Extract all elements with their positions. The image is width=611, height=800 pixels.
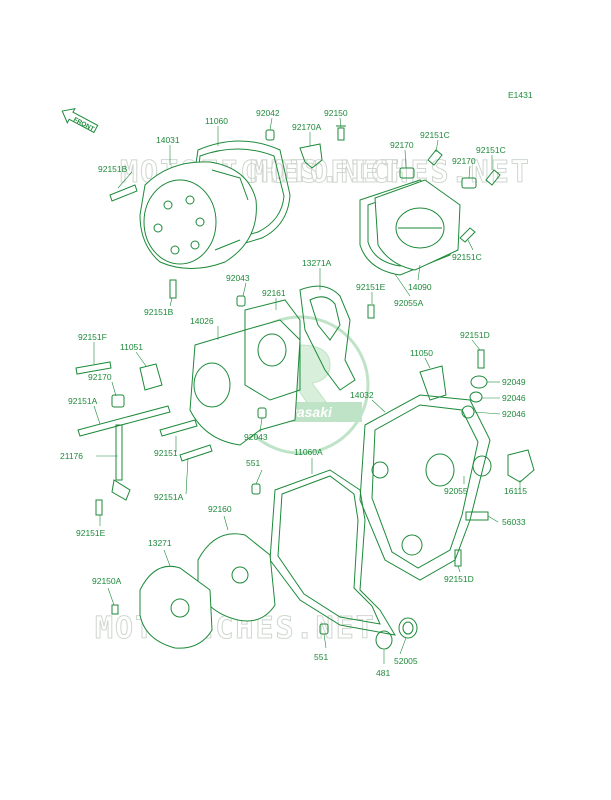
part-label: 551: [246, 458, 260, 468]
part-label: 14032: [350, 390, 374, 400]
part-label: 551: [314, 652, 328, 662]
bolt-92151e-top: [367, 304, 375, 319]
part-label: 92151C: [476, 145, 506, 155]
gasket-13271a: [299, 285, 356, 391]
part-label: 14026: [190, 316, 214, 326]
part-label: 92160: [208, 504, 232, 514]
chain-cover: [189, 299, 301, 446]
part-label: 11050: [410, 348, 433, 358]
bolt-92151e-lower: [95, 499, 103, 516]
oring-92046-a: [469, 391, 483, 403]
collar-92170-c: [111, 394, 125, 408]
bolt-92151d-top: [477, 349, 485, 369]
front-arrow-icon: FRONT: [61, 108, 99, 134]
dowel-551-top: [251, 483, 261, 495]
part-label: 92151: [154, 448, 178, 458]
leader-lines: [93, 117, 521, 664]
part-label: 92151E: [76, 528, 106, 538]
collar-92170-a: [399, 167, 415, 179]
bolt-92151c-b: [485, 169, 501, 186]
part-label: 13271A: [302, 258, 332, 268]
bolt-92151a-short: [179, 444, 213, 462]
bolt-92151f: [75, 361, 112, 375]
part-label: 92151A: [68, 396, 98, 406]
part-label: 21176: [60, 451, 83, 461]
rod-21176: [111, 424, 131, 501]
part-label: 92151F: [78, 332, 107, 342]
bolt-92151b-left: [109, 184, 138, 202]
bracket-92170a: [299, 143, 323, 169]
bolt-92151b-bottom: [169, 279, 177, 299]
part-label: 92049: [502, 377, 526, 387]
part-label: 16115: [504, 486, 527, 496]
part-label: 92042: [256, 108, 280, 118]
part-label: 11060: [205, 116, 228, 126]
part-label: 11051: [120, 342, 143, 352]
part-label: 92151C: [452, 252, 482, 262]
part-label: 92151B: [144, 307, 174, 317]
bolt-92151d-bottom: [454, 549, 462, 567]
part-label: 92150: [324, 108, 348, 118]
part-label: 92055A: [394, 298, 424, 308]
part-label: 92151D: [444, 574, 474, 584]
part-labels: 92042 11060 14031 92150 92170A 92151B 92…: [60, 108, 527, 678]
diagram-code: E1431: [508, 90, 533, 100]
part-label: 92170A: [292, 122, 322, 132]
part-label: 481: [376, 668, 390, 678]
bracket-11050: [419, 365, 447, 401]
part-label: 92046: [502, 393, 526, 403]
part-label: 92151A: [154, 492, 184, 502]
part-label: 11060A: [294, 447, 323, 457]
clutch-cover: [359, 394, 491, 581]
seal-52005: [398, 617, 418, 639]
part-label: 14031: [156, 135, 180, 145]
plug-16115: [507, 449, 535, 483]
cap-92049: [470, 375, 488, 389]
part-label: 92150A: [92, 576, 122, 586]
bolt-92151: [159, 419, 198, 437]
part-label: 92046: [502, 409, 526, 419]
generator-cover: [139, 140, 291, 269]
part-label: 92170: [452, 156, 476, 166]
bolt-92150a: [111, 604, 119, 615]
part-label: 52005: [394, 656, 418, 666]
part-label: 14090: [408, 282, 432, 292]
bolt-92150: [336, 125, 346, 141]
dowel-92043-top: [236, 295, 246, 307]
part-label: 92055: [444, 486, 468, 496]
bolt-92151a-long: [77, 405, 171, 437]
part-label: 92151B: [98, 164, 128, 174]
part-label: 92170: [390, 140, 414, 150]
part-label: 92151D: [460, 330, 490, 340]
part-label: 92170: [88, 372, 112, 382]
part-label: 92043: [244, 432, 268, 442]
cover-13271: [139, 565, 213, 649]
part-label: 56033: [502, 517, 526, 527]
part-label: 13271: [148, 538, 172, 548]
bracket-11051: [139, 363, 163, 391]
gasket-11060a: [269, 469, 396, 636]
part-label: 92043: [226, 273, 250, 283]
bolt-92151c-a: [427, 149, 443, 166]
part-label: 92151C: [420, 130, 450, 140]
dowel-92042: [265, 129, 275, 141]
oring-92055: [472, 455, 492, 477]
ring-481: [375, 630, 393, 650]
bolt-92151c-c: [459, 227, 476, 243]
part-label: 92161: [262, 288, 286, 298]
watermark-middle: MOTOFICHES.NET: [250, 155, 531, 190]
part-label: 92151E: [356, 282, 386, 292]
pickup-cover: [359, 179, 461, 276]
